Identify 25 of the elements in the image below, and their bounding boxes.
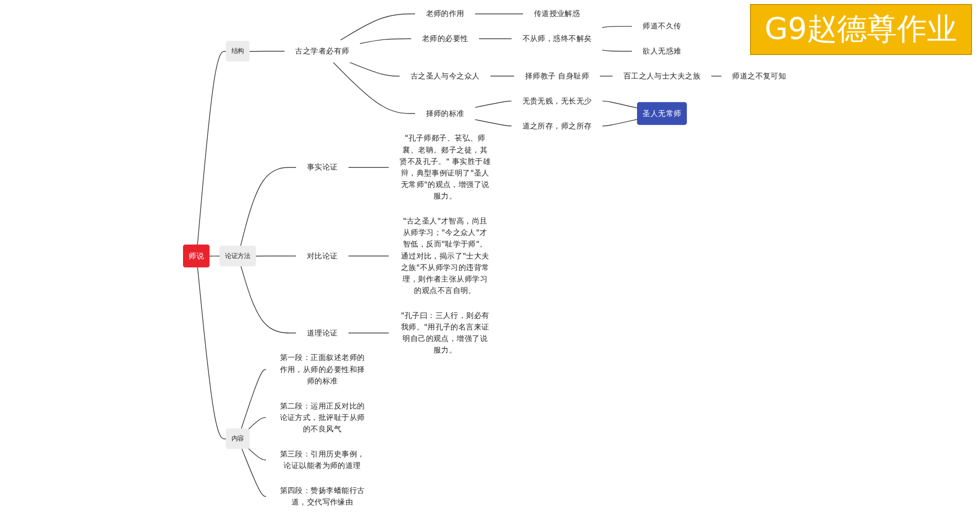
- connector: [209, 256, 220, 257]
- connector: [602, 100, 638, 108]
- connector: [474, 100, 512, 108]
- connector: [197, 51, 227, 246]
- connector: [240, 167, 297, 246]
- connector: [242, 448, 266, 497]
- connector: [248, 417, 266, 430]
- connector: [249, 50, 286, 52]
- connector: [240, 266, 297, 334]
- connector: [348, 332, 390, 334]
- connector: [359, 38, 412, 44]
- connector: [478, 38, 512, 40]
- connector: [340, 14, 416, 41]
- connector: [602, 49, 632, 52]
- connector: [197, 266, 227, 440]
- connector: [602, 26, 632, 28]
- connector: [240, 369, 266, 430]
- connector: [602, 118, 638, 126]
- connector: [332, 62, 416, 114]
- connector: [474, 119, 512, 126]
- connector: [348, 167, 390, 168]
- homework-tag: G9赵德尊作业: [750, 4, 972, 55]
- connector: [248, 448, 266, 460]
- connector: [349, 62, 400, 76]
- connector: [255, 256, 297, 257]
